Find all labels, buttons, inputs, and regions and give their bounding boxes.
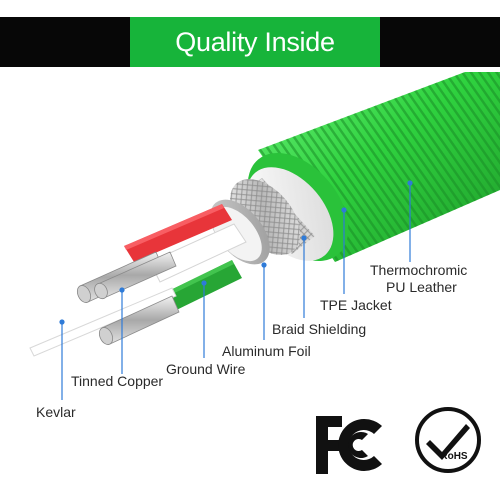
label-braid-shielding: Braid Shielding: [272, 321, 367, 337]
white-wire: [149, 223, 247, 283]
banner-accent: [130, 17, 380, 67]
rohs-mark: RoHS: [415, 407, 481, 473]
label-tinned-copper: Tinned Copper: [71, 373, 164, 389]
label-tpe-jacket: TPE Jacket: [320, 297, 392, 313]
label-kevlar: Kevlar: [36, 404, 76, 420]
rohs-logo: RoHS: [414, 406, 482, 474]
red-wire: [124, 204, 232, 262]
label-pu-leather: PU Leather: [386, 279, 457, 295]
copper-strands: [76, 251, 180, 345]
rohs-text: RoHS: [440, 451, 468, 462]
kevlar-thread: [29, 287, 177, 357]
banner-title: Quality Inside: [175, 27, 335, 57]
header-banner: Quality Inside: [0, 17, 500, 67]
fcc-logo: [312, 412, 388, 478]
leader-lines: [59, 180, 413, 400]
label-ground-wire: Ground Wire: [166, 361, 246, 377]
label-thermochromic: Thermochromic: [370, 262, 468, 278]
fcc-mark: [316, 416, 382, 474]
label-aluminum-foil: Aluminum Foil: [222, 343, 311, 359]
